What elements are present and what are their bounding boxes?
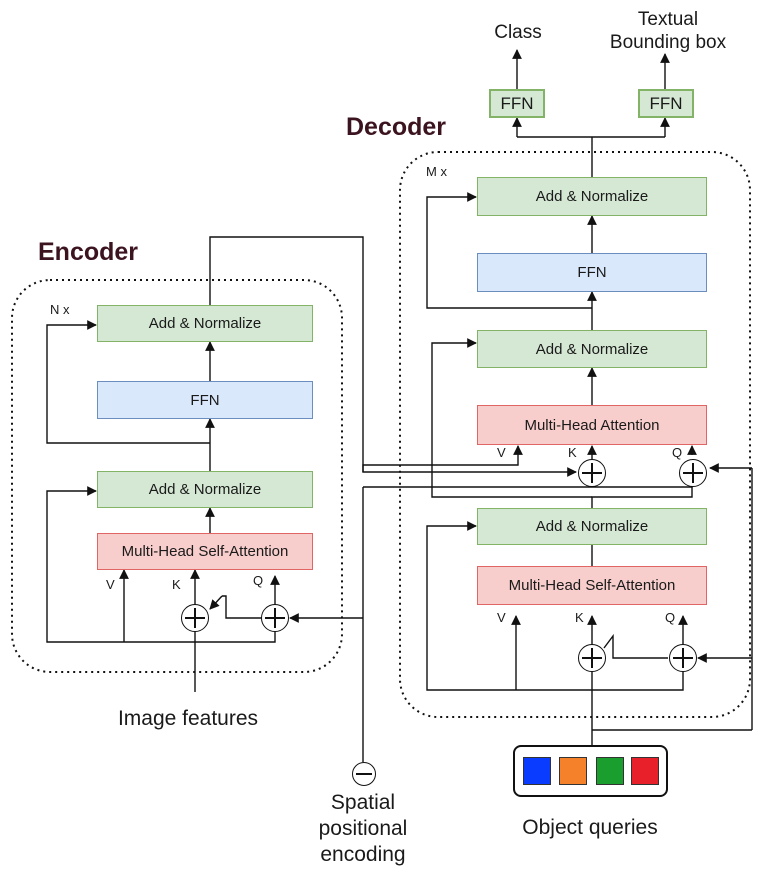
object-queries-label: Object queries [522,816,658,839]
encoder-ffn: FFN [97,381,313,419]
encoder-v-label: V [106,577,115,592]
decoder-self-v-label: V [497,610,506,625]
encoder-q-add-icon [261,604,289,632]
class-ffn: FFN [489,89,545,118]
image-features-label: Image features [117,707,259,730]
encoder-k-label: K [172,577,181,592]
encoder-repeat-label: N x [50,302,70,317]
decoder-add-normalize-mid: Add & Normalize [477,330,707,368]
box-label-line2: Bounding box [609,32,727,53]
decoder-self-q-add-icon [669,644,697,672]
decoder-self-k-add-icon [578,644,606,672]
encoder-heading: Encoder [38,238,139,266]
decoder-cross-attention: Multi-Head Attention [477,405,707,445]
box-ffn: FFN [638,89,694,118]
decoder-self-attention: Multi-Head Self-Attention [477,566,707,605]
decoder-k-add-icon [578,459,606,487]
positional-line1: Spatial [330,791,396,814]
decoder-add-normalize-top: Add & Normalize [477,177,707,216]
positional-line2: positional [318,817,408,840]
encoder-k-add-icon [181,604,209,632]
positional-encoding-label: Spatial positional encoding [313,790,413,868]
object-query-3 [596,757,624,785]
object-query-2 [559,757,587,785]
decoder-self-k-label: K [575,610,584,625]
object-queries-panel [513,745,668,797]
decoder-add-normalize-bottom: Add & Normalize [477,508,707,545]
decoder-repeat-label: M x [426,164,447,179]
positional-line3: encoding [320,843,406,866]
encoder-self-attention: Multi-Head Self-Attention [97,533,313,570]
encoder-add-normalize-bottom: Add & Normalize [97,471,313,508]
decoder-self-q-label: Q [665,610,676,625]
positional-encoding-icon [352,762,376,786]
encoder-add-normalize-top: Add & Normalize [97,305,313,342]
object-query-1 [523,757,551,785]
encoder-container [11,279,343,673]
class-label: Class [494,22,542,43]
object-query-4 [631,757,659,785]
box-label-line1: Textual [637,9,699,30]
decoder-cross-q-label: Q [672,445,683,460]
decoder-ffn: FFN [477,253,707,292]
encoder-q-label: Q [253,573,264,588]
decoder-cross-k-label: K [568,445,577,460]
decoder-q-add-icon [679,459,707,487]
decoder-heading: Decoder [346,113,447,141]
decoder-cross-v-label: V [497,445,506,460]
box-output-label: Textual Bounding box [598,8,738,54]
